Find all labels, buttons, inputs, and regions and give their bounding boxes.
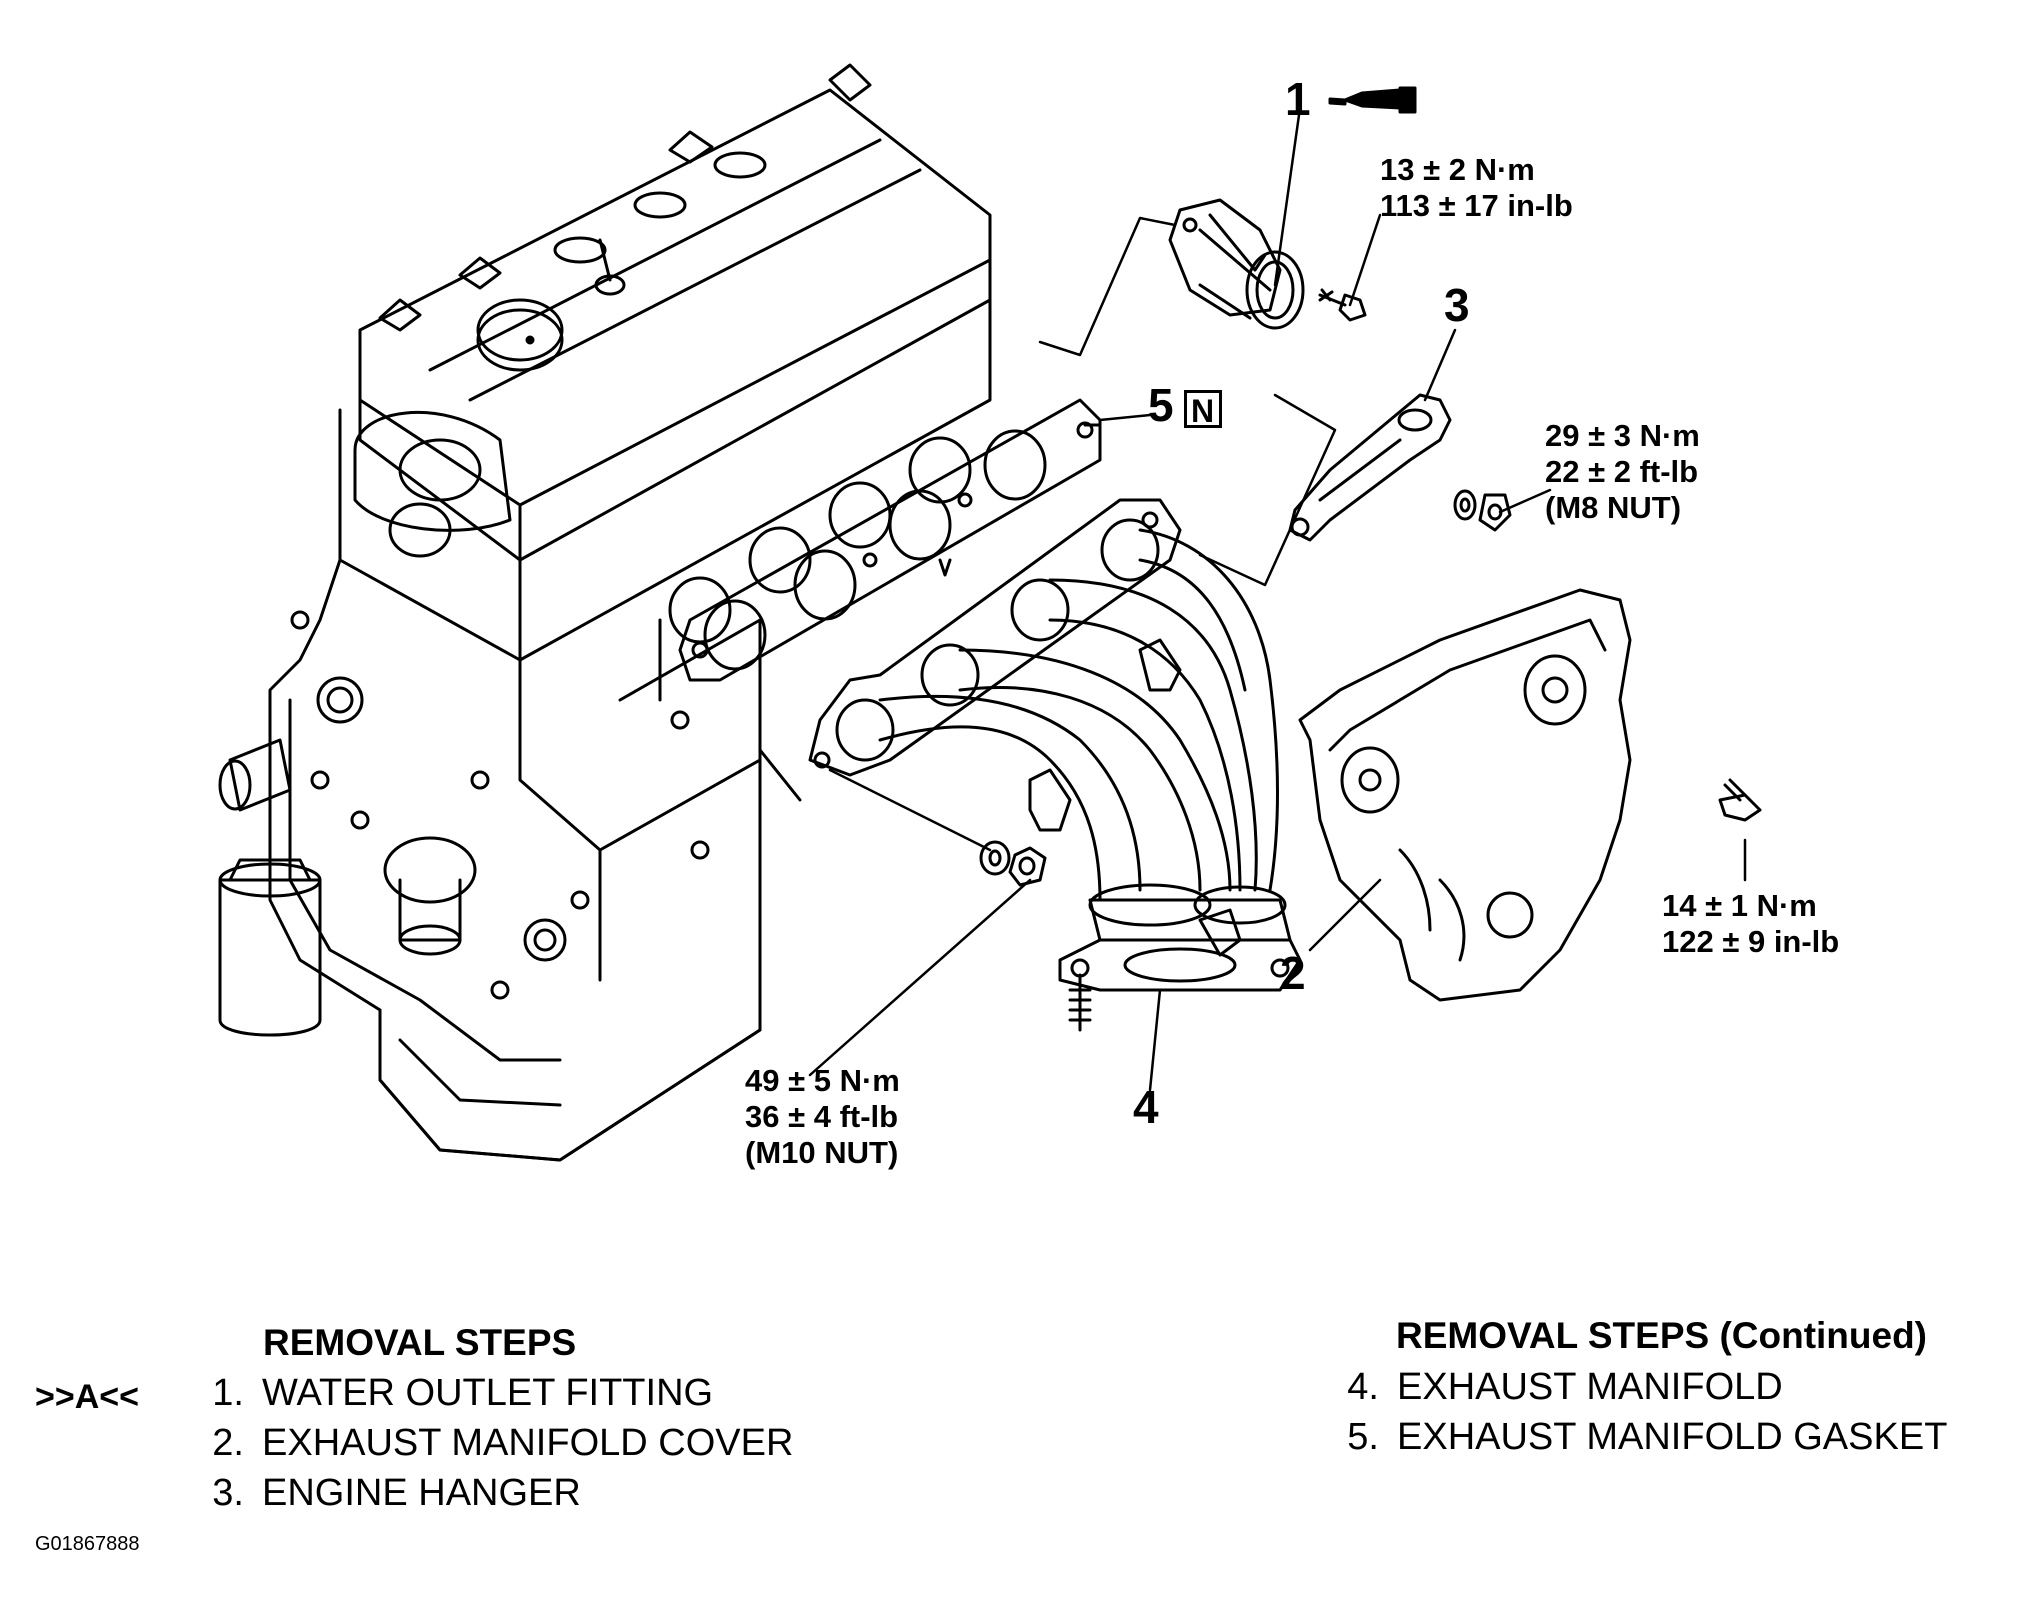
new-part-symbol: N (1183, 389, 1222, 429)
exhaust-manifold-cover (1298, 588, 1632, 1002)
callout-3: 3 (1444, 279, 1470, 331)
callout-2: 2 (1280, 947, 1306, 999)
callout-5-number: 5 (1148, 379, 1174, 431)
figure-id: G01867888 (35, 1533, 140, 1555)
torque-cover-bolt: 14 ± 1 N·m 122 ± 9 in-lb (1662, 888, 1839, 960)
sealant-tube-icon (1328, 86, 1417, 114)
removal-steps-continued-title: REMOVAL STEPS (Continued) (1396, 1315, 1928, 1356)
step-number: 3. (212, 1472, 244, 1514)
callout-1: 1 (1285, 73, 1311, 125)
torque-line: 13 ± 2 N·m (1380, 152, 1535, 187)
torque-line: (M8 NUT) (1545, 490, 1682, 525)
step-label: ENGINE HANGER (262, 1472, 581, 1514)
step-number: 1. (212, 1372, 244, 1414)
engine-assembly (218, 63, 992, 1162)
torque-line: 22 ± 2 ft-lb (1545, 454, 1699, 489)
callout-4: 4 (1133, 1081, 1159, 1133)
torque-engine-hanger: 29 ± 3 N·m 22 ± 2 ft-lb (M8 NUT) (1545, 418, 1700, 526)
procedure-marker: >>A<< (35, 1378, 139, 1416)
step-label: EXHAUST MANIFOLD GASKET (1397, 1416, 1948, 1458)
torque-line: (M10 NUT) (745, 1135, 899, 1170)
step-number: 2. (212, 1422, 244, 1464)
engine-hanger (1288, 393, 1452, 542)
exhaust-manifold (808, 498, 1302, 1032)
water-outlet-fitting (1168, 198, 1305, 330)
torque-line: 49 ± 5 N·m (745, 1063, 900, 1098)
step-number: 4. (1347, 1366, 1379, 1408)
m10-nut (979, 840, 1047, 887)
removal-step-1: 1. WATER OUTLET FITTING (190, 1372, 713, 1415)
step-label: EXHAUST MANIFOLD (1397, 1366, 1783, 1408)
cover-bolt (1718, 778, 1762, 822)
torque-line: 29 ± 3 N·m (1545, 418, 1700, 453)
leader-lines (808, 106, 1747, 1092)
torque-manifold-nut: 49 ± 5 N·m 36 ± 4 ft-lb (M10 NUT) (745, 1063, 900, 1171)
step-number: 5. (1347, 1416, 1379, 1458)
step-label: WATER OUTLET FITTING (262, 1372, 714, 1414)
removal-step-5: 5. EXHAUST MANIFOLD GASKET (1325, 1416, 1947, 1459)
removal-step-4: 4. EXHAUST MANIFOLD (1325, 1366, 1783, 1409)
water-outlet-bolt (1318, 288, 1367, 322)
exhaust-manifold-gasket (678, 398, 1102, 682)
torque-line: 36 ± 4 ft-lb (745, 1099, 899, 1134)
removal-steps-title: REMOVAL STEPS (263, 1322, 577, 1363)
torque-water-outlet: 13 ± 2 N·m 113 ± 17 in-lb (1380, 152, 1573, 224)
torque-line: 122 ± 9 in-lb (1662, 924, 1840, 959)
removal-step-3: 3. ENGINE HANGER (190, 1472, 581, 1515)
torque-line: 14 ± 1 N·m (1662, 888, 1817, 923)
torque-line: 113 ± 17 in-lb (1380, 188, 1573, 223)
step-label: EXHAUST MANIFOLD COVER (262, 1422, 794, 1464)
removal-step-2: 2. EXHAUST MANIFOLD COVER (190, 1422, 793, 1465)
